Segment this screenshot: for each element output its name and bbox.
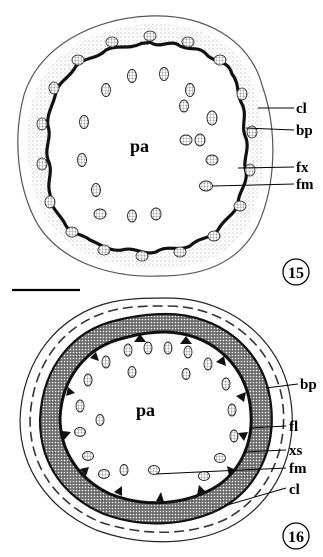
- fig15-label-fm: fm: [296, 177, 314, 193]
- fig15-label-cl: cl: [296, 101, 307, 117]
- fig15-label-fx: fx: [296, 160, 309, 176]
- fig15-label-pa: pa: [130, 136, 149, 156]
- fig16-label-pa: pa: [136, 400, 155, 420]
- fig16-label-cl: cl: [289, 482, 300, 498]
- figure-16: pa bp fl xs fm cl 16: [20, 298, 317, 549]
- figure-15: pa cl bp fx fm 15: [18, 16, 314, 285]
- fig16-label-bp: bp: [300, 377, 317, 393]
- fig15-number: 15: [288, 265, 304, 282]
- fig16-number: 16: [288, 529, 304, 546]
- fig16-label-fm: fm: [289, 461, 307, 477]
- fig16-label-fl: fl: [289, 419, 298, 435]
- fig15-label-bp: bp: [296, 123, 313, 139]
- fig16-label-xs: xs: [289, 443, 303, 459]
